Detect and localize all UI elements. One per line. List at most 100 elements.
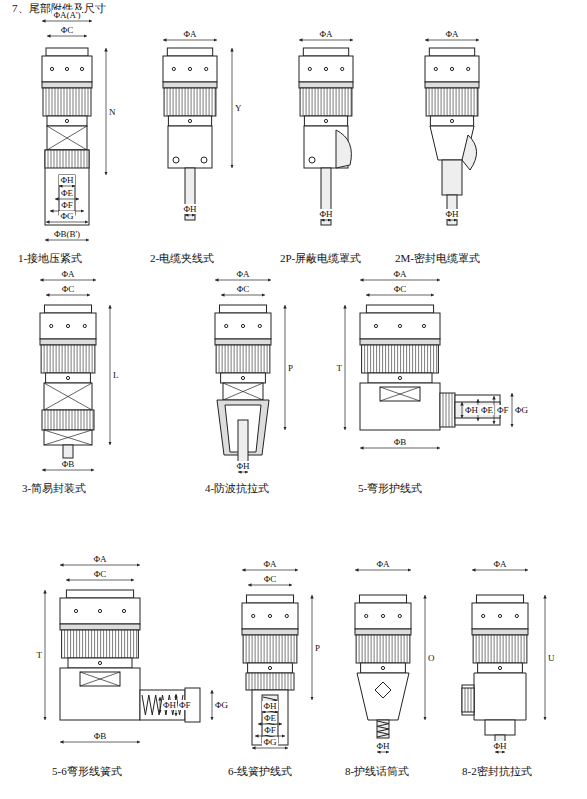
drawing-stroke: [124, 630, 125, 658]
drawing-stroke: [482, 614, 485, 617]
drawing-stroke: [356, 635, 410, 663]
drawing-stroke: [273, 673, 274, 690]
drawing-stroke: [270, 673, 271, 690]
drawing-stroke: [404, 635, 405, 663]
drawing-stroke: [261, 635, 262, 663]
drawing-stroke: [303, 88, 304, 116]
drawing-stroke: [359, 635, 360, 663]
drawing-stroke: [377, 635, 378, 663]
drawing-stroke: [252, 345, 253, 373]
drawing-stroke: [391, 345, 392, 373]
drawing-stroke: [450, 88, 451, 116]
figure-caption: 6-线簧护线式: [228, 765, 292, 778]
drawing-stroke: [267, 345, 268, 373]
drawing-stroke: [127, 630, 128, 658]
drawing-stroke: [472, 603, 528, 629]
drawing-stroke: [389, 635, 390, 663]
drawing-stroke: [46, 48, 88, 56]
drawing-stroke: [285, 305, 286, 430]
drawing-stroke: [44, 430, 92, 445]
drawing-stroke: [471, 88, 472, 116]
drawing-stroke: [170, 88, 171, 116]
drawing-stroke: [462, 402, 463, 418]
drawing-stroke: [49, 88, 50, 116]
drawing-stroke: [498, 666, 501, 669]
drawing-stroke: [299, 56, 353, 82]
drawing-stroke: [315, 88, 316, 116]
drawing-stroke: [395, 635, 396, 663]
drawing-stroke: [309, 88, 310, 116]
drawing-stroke: [112, 630, 113, 658]
dimension-label: ΦG: [59, 211, 74, 221]
drawing-stroke: [400, 345, 401, 373]
drawing-stroke: [66, 590, 133, 598]
drawing-stroke: [374, 324, 377, 327]
drawing-stroke: [55, 88, 56, 116]
figure-caption: 8-护线话筒式: [345, 765, 409, 778]
drawing-stroke: [467, 67, 470, 70]
drawing-stroke: [88, 630, 89, 658]
drawing-stroke: [263, 697, 277, 741]
figure-caption: 4-防波抗拉式: [205, 482, 269, 495]
dimension-label: ΦC: [236, 284, 251, 294]
drawing-stroke: [240, 345, 241, 373]
drawing-stroke: [78, 150, 79, 168]
drawing-stroke: [62, 345, 63, 373]
drawing-stroke: [258, 324, 261, 327]
drawing-stroke: [246, 673, 294, 690]
drawing-stroke: [67, 630, 68, 658]
drawing-stroke: [279, 635, 280, 663]
drawing-stroke: [462, 88, 463, 116]
drawing-stroke: [63, 410, 64, 430]
drawing-stroke: [57, 150, 58, 168]
drawing-stroke: [164, 88, 216, 116]
drawing-stroke: [69, 410, 70, 430]
dimension-label: L: [112, 370, 120, 380]
drawing-stroke: [173, 88, 174, 116]
drawing-stroke: [118, 630, 119, 658]
drawing-stroke: [258, 673, 259, 690]
drawing-stroke: [71, 345, 72, 373]
drawing-stroke: [392, 635, 393, 663]
drawing-stroke: [205, 67, 208, 70]
drawing-stroke: [238, 472, 248, 473]
drawing-stroke: [407, 635, 408, 663]
drawing-stroke: [215, 339, 271, 345]
drawing-stroke: [368, 635, 369, 663]
dimension-label: T: [36, 650, 44, 660]
drawing-stroke: [252, 673, 253, 690]
dimension-label: N: [108, 107, 117, 117]
dimension-label: ΦA: [318, 29, 333, 39]
drawing-stroke: [473, 635, 527, 663]
drawing-stroke: [285, 635, 286, 663]
drawing-stroke: [424, 345, 425, 373]
drawing-stroke: [267, 635, 268, 663]
drawing-stroke: [415, 345, 416, 373]
drawing-stroke: [300, 88, 352, 116]
drawing-stroke: [86, 345, 87, 373]
dimension-label: ΦA: [375, 559, 390, 569]
drawing-stroke: [360, 280, 440, 281]
drawing-stroke: [380, 387, 420, 401]
dimension-label: ΦC: [263, 574, 278, 584]
drawing-stroke: [203, 88, 204, 116]
drawing-stroke: [100, 630, 101, 658]
drawing-stroke: [425, 56, 479, 82]
drawing-stroke: [84, 410, 85, 430]
drawing-stroke: [106, 630, 107, 658]
drawing-stroke: [383, 635, 384, 663]
drawing-stroke: [79, 630, 80, 658]
drawing-stroke: [497, 635, 498, 663]
dimension-label: ΦH: [162, 700, 177, 710]
drawing-stroke: [133, 630, 134, 658]
drawing-stroke: [299, 40, 353, 41]
drawing-stroke: [478, 663, 523, 673]
drawing-stroke: [50, 345, 51, 373]
drawing-stroke: [47, 116, 87, 126]
drawing-stroke: [231, 345, 232, 373]
drawing-stroke: [330, 88, 331, 116]
drawing-stroke: [68, 658, 132, 668]
drawing-stroke: [362, 635, 363, 663]
drawing-stroke: [450, 119, 453, 122]
drawing-stroke: [264, 673, 265, 690]
